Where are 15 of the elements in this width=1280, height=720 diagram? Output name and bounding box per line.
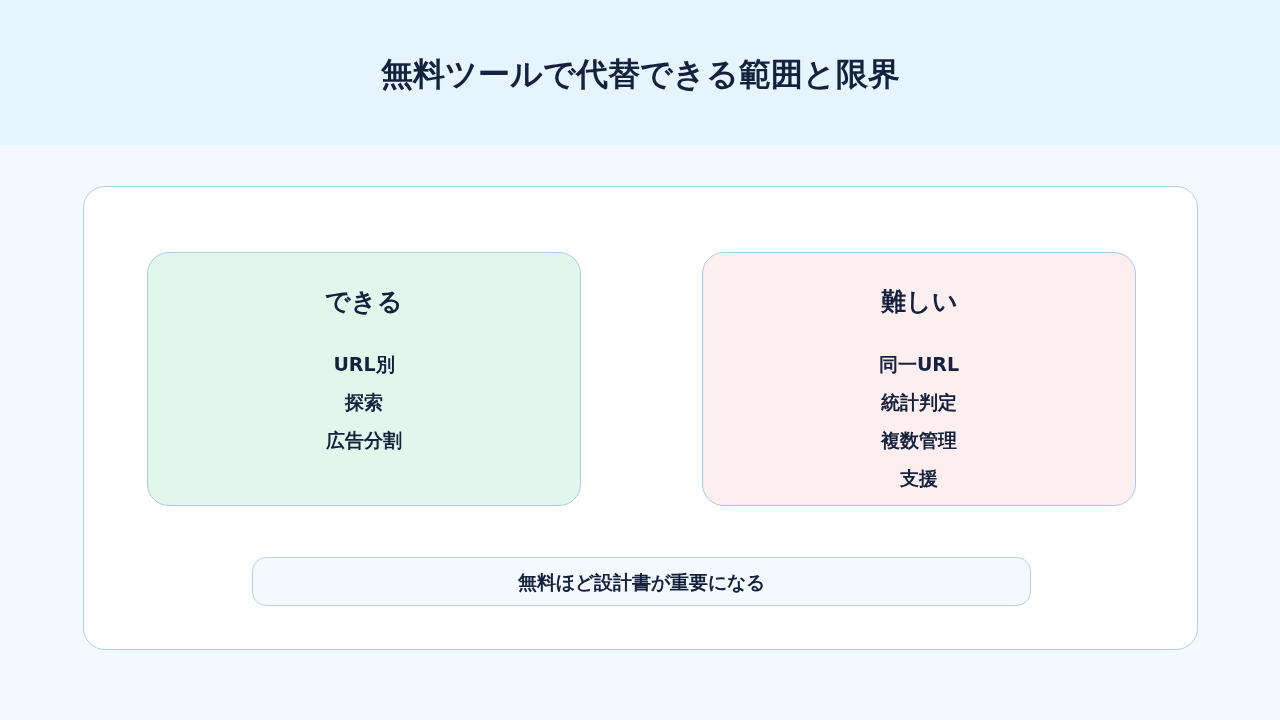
list-item: 同一URL (878, 352, 960, 377)
list-item: URL別 (333, 352, 395, 377)
category-card (702, 252, 1136, 506)
list-item: 複数管理 (881, 428, 957, 453)
list-item: 統計判定 (881, 390, 957, 415)
card-heading: 難しい (880, 286, 958, 318)
page-title: 無料ツールで代替できる範囲と限界 (380, 54, 900, 95)
note-bar (252, 557, 1031, 606)
category-card (147, 252, 581, 506)
list-item: 探索 (345, 390, 383, 415)
note-text: 無料ほど設計書が重要になる (518, 569, 765, 595)
list-item: 広告分割 (326, 428, 402, 453)
panel (83, 186, 1198, 650)
card-heading: できる (325, 286, 403, 318)
list-item: 支援 (900, 466, 938, 491)
